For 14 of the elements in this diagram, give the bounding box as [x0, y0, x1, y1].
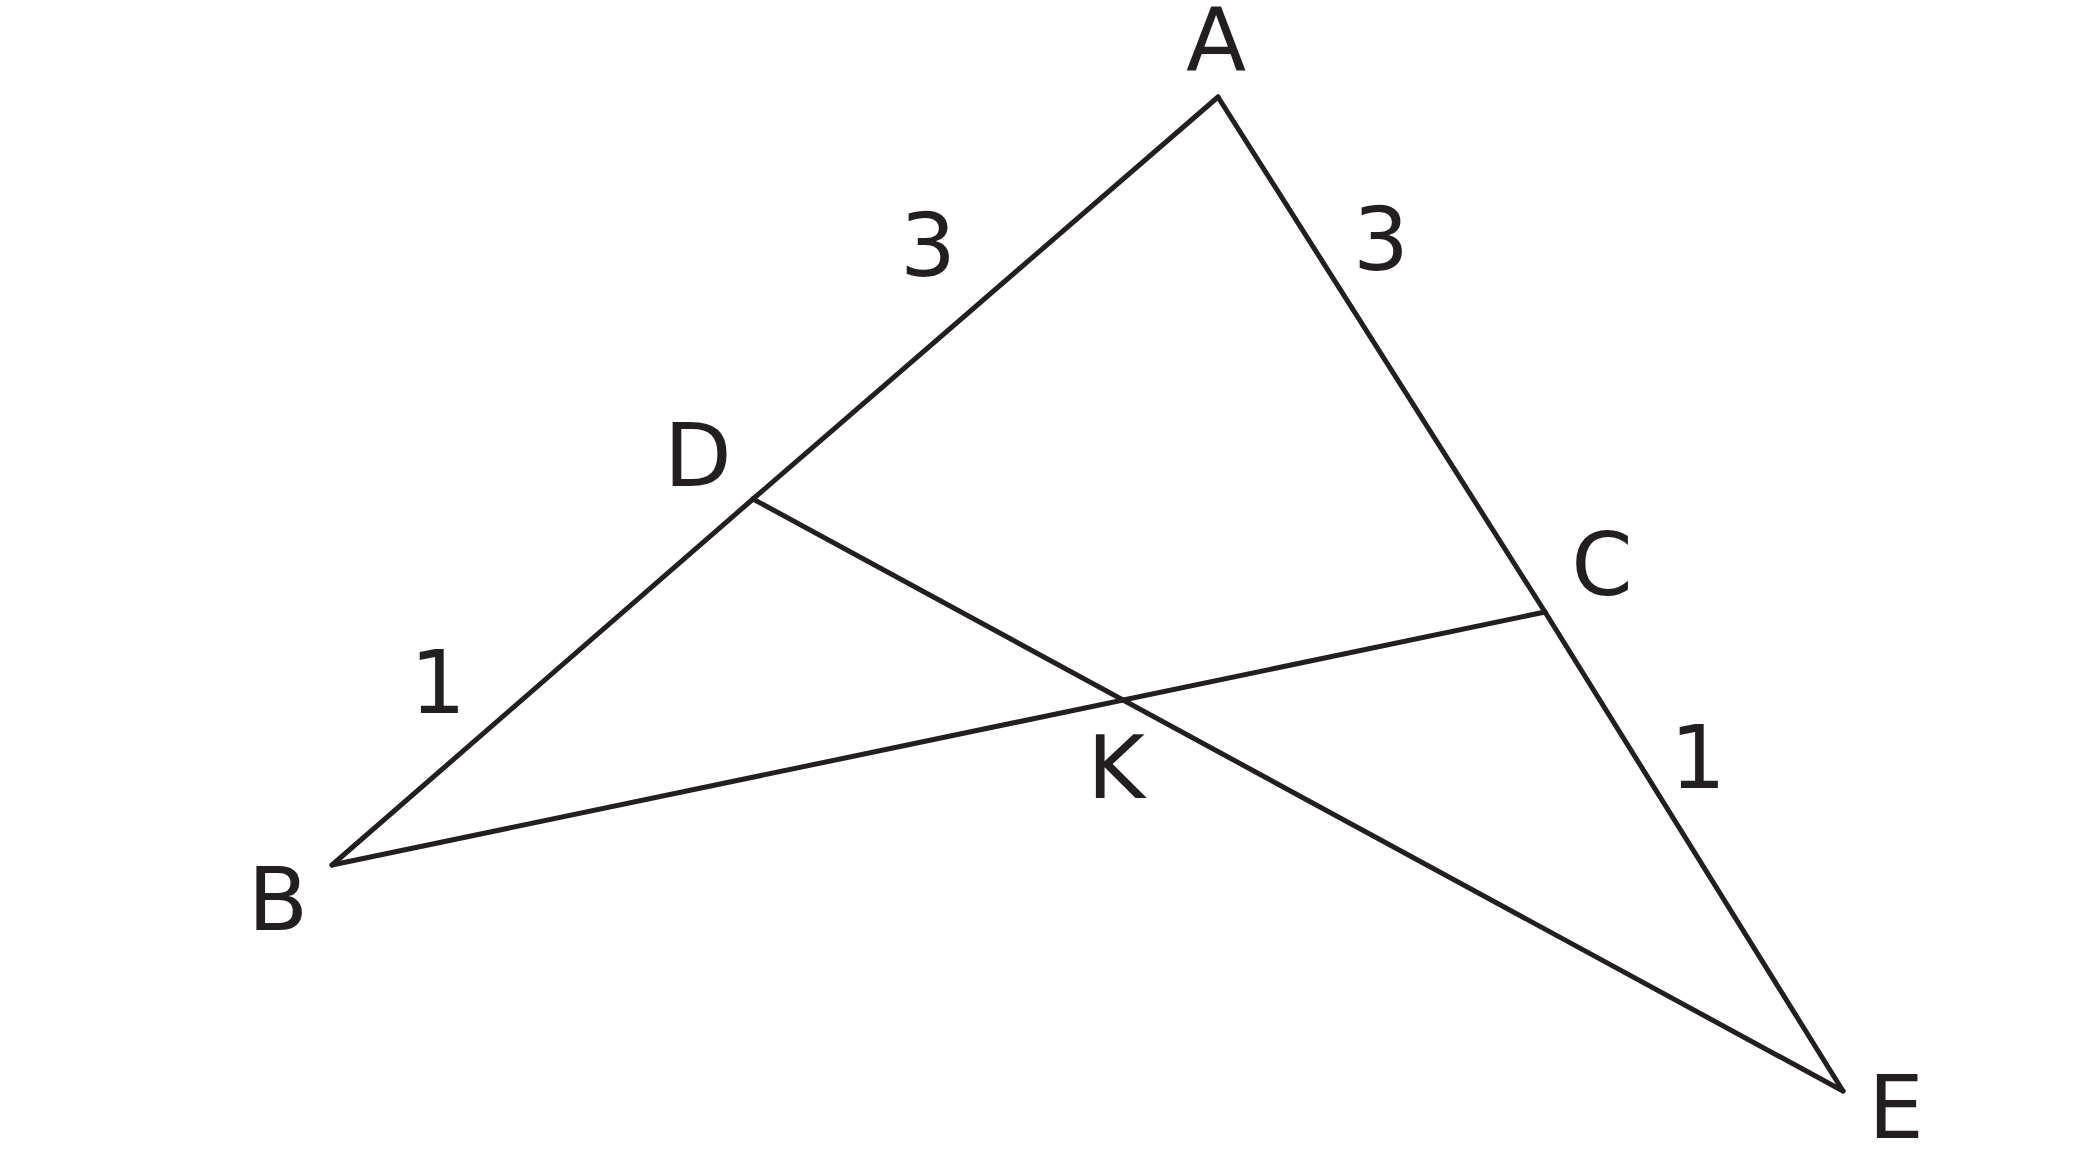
- line-segment: [1542, 609, 1846, 1094]
- length-label: 1: [1670, 714, 1726, 802]
- point-label: E: [1868, 1064, 1924, 1152]
- point-label: A: [1185, 0, 1247, 84]
- length-label: 1: [410, 639, 466, 727]
- point-label: B: [247, 856, 309, 944]
- length-label: 3: [900, 202, 956, 290]
- line-segment: [750, 496, 1846, 1094]
- length-label: 3: [1353, 196, 1409, 284]
- line-segment: [329, 609, 1548, 868]
- line-segment: [329, 496, 756, 868]
- point-label: K: [1087, 724, 1145, 812]
- point-label: C: [1571, 521, 1633, 609]
- point-label: D: [664, 412, 732, 500]
